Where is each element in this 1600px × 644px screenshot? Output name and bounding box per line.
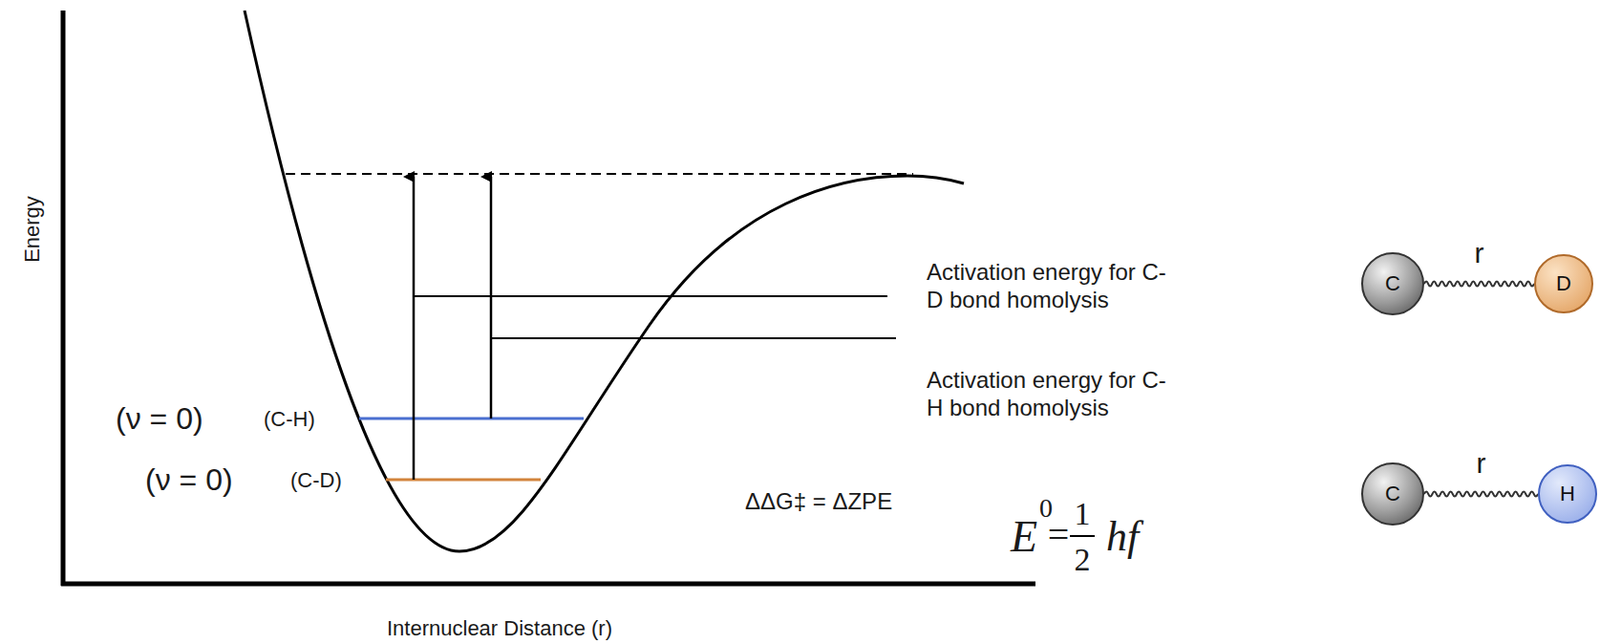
ch-arrow	[490, 176, 493, 419]
callout-note: Activation energy for C-H bond homolysis	[926, 366, 1177, 423]
equation-symbol: =	[1047, 512, 1070, 558]
atom-symbol: C	[1385, 271, 1401, 297]
ch-level	[359, 417, 584, 421]
bond-length-label: r	[1474, 235, 1485, 271]
level-label: (ν = 0)	[115, 400, 204, 437]
level-label: (C-H)	[263, 406, 316, 432]
equation-symbol: E	[1010, 510, 1038, 563]
axis-title: Internuclear Distance (r)	[386, 616, 613, 641]
leader-line	[490, 337, 896, 340]
y-axis	[61, 10, 66, 586]
equation-symbol: 2	[1074, 540, 1091, 580]
atom-symbol: C	[1385, 481, 1401, 507]
bond-spring	[1424, 281, 1535, 287]
level-label: (C-D)	[290, 468, 342, 493]
carbon-atom: C	[1361, 252, 1425, 316]
atom-symbol: D	[1556, 271, 1572, 297]
callout-note: Activation energy for C-D bond homolysis	[926, 258, 1177, 315]
deuterium-atom: D	[1534, 254, 1594, 314]
x-axis	[61, 581, 1036, 587]
axis-title: Energy	[20, 195, 45, 263]
hydrogen-atom: H	[1537, 464, 1598, 524]
equation: ΔΔG‡ = ΔZPE	[745, 488, 893, 516]
equation-symbol: hf	[1106, 512, 1139, 563]
cd-level	[385, 478, 541, 482]
equation-symbol: 1	[1074, 494, 1091, 534]
level-label: (ν = 0)	[145, 461, 234, 498]
bond-spring	[1424, 491, 1538, 497]
bond-length-label: r	[1476, 446, 1487, 481]
barrier-line	[285, 172, 914, 175]
fraction-bar	[1069, 534, 1095, 537]
carbon-atom: C	[1361, 462, 1425, 526]
cd-arrow	[412, 176, 416, 480]
atom-symbol: H	[1559, 481, 1576, 507]
leader-line	[413, 295, 888, 298]
potential-curve	[244, 10, 964, 552]
